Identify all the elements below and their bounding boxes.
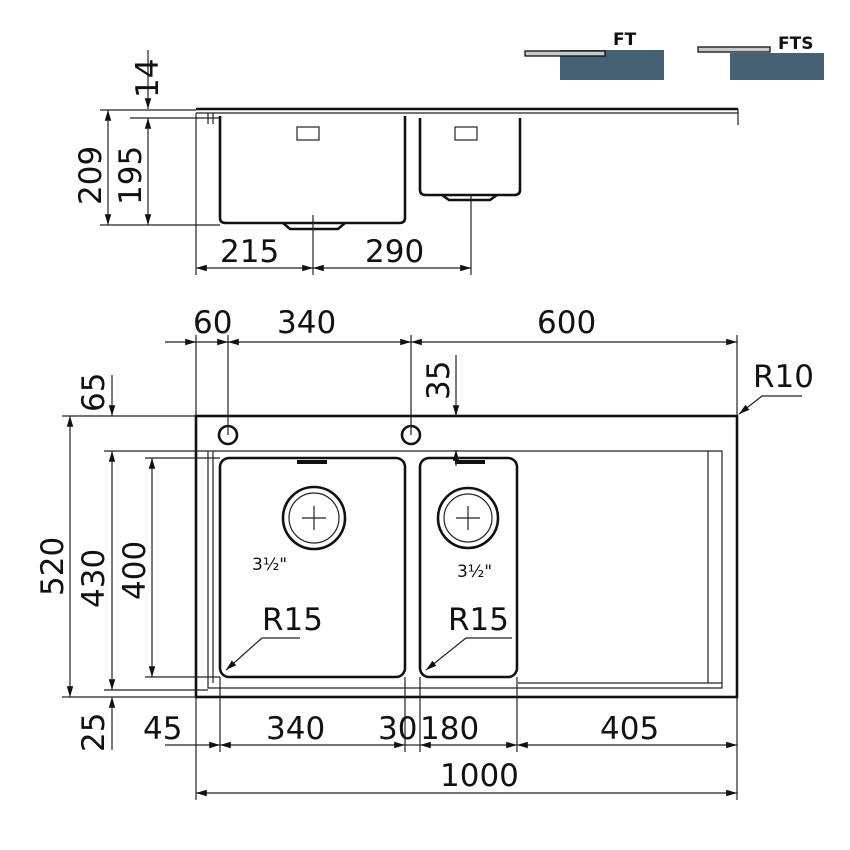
fts-counter-block — [730, 53, 824, 80]
bowl-small — [418, 456, 519, 679]
dim-65: 65 — [76, 373, 112, 412]
dim-180: 180 — [420, 711, 479, 747]
dim-340-bottom: 340 — [266, 711, 325, 747]
dim-14: 14 — [130, 59, 166, 98]
side-view: 14 209 195 215 290 — [73, 50, 739, 275]
side-bowl-large — [218, 116, 407, 225]
radius-corner: R10 — [753, 359, 814, 395]
drain-large-size: 3½" — [252, 555, 287, 575]
radius-left: R15 — [262, 602, 323, 638]
dim-45: 45 — [143, 711, 182, 747]
dim-35: 35 — [421, 361, 457, 400]
dim-290: 290 — [365, 234, 424, 270]
fts-sink-edge — [697, 46, 771, 53]
sink-outline — [194, 414, 739, 699]
dim-400: 400 — [117, 541, 153, 600]
legend-ft: FT — [524, 30, 664, 80]
bowl-large — [218, 456, 407, 679]
dim-1000: 1000 — [440, 758, 519, 794]
ft-sink-edge — [524, 50, 606, 57]
dim-25: 25 — [76, 713, 112, 752]
drain-small-size: 3½" — [457, 562, 492, 582]
dim-600: 600 — [537, 305, 596, 341]
ft-label: FT — [613, 30, 637, 50]
dim-215: 215 — [220, 234, 279, 270]
dim-60: 60 — [193, 305, 232, 341]
dim-405: 405 — [600, 711, 659, 747]
dim-340-top: 340 — [277, 305, 336, 341]
side-bowl-small — [418, 118, 522, 197]
drain-small — [436, 486, 500, 550]
dim-209: 209 — [73, 146, 109, 205]
dim-195: 195 — [113, 146, 149, 205]
dim-430: 430 — [76, 549, 112, 608]
dim-30: 30 — [378, 711, 417, 747]
fts-label: FTS — [778, 34, 813, 54]
drain-large — [281, 485, 347, 551]
dim-520: 520 — [35, 537, 71, 596]
top-view: 3½" 3½" R15 R15 R10 60 340 600 35 520 43… — [35, 305, 814, 800]
legend-fts: FTS — [697, 34, 824, 80]
radius-right: R15 — [448, 602, 509, 638]
